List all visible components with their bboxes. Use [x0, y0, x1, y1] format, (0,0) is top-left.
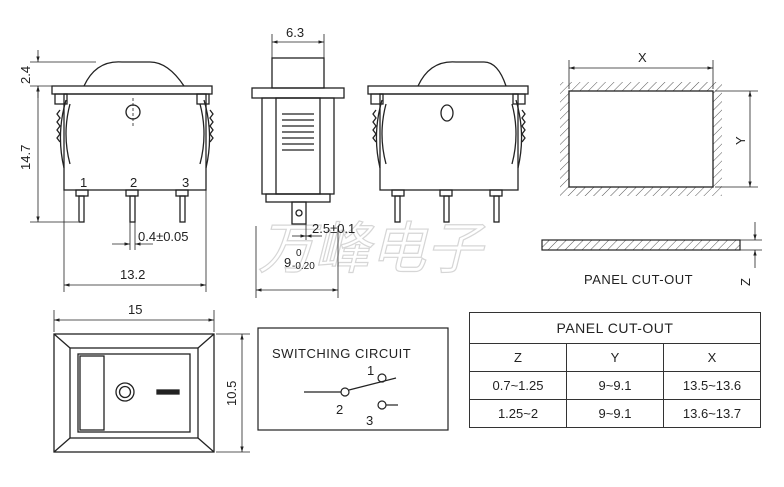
circuit-terminal-3: 3	[366, 413, 373, 428]
panel-cutout-table: PANEL CUT-OUT Z Y X 0.7~1.25 9~9.1 13.5~…	[469, 312, 761, 428]
table-cell: 9~9.1	[566, 399, 664, 428]
watermark: 万峰电子	[258, 217, 486, 282]
circuit-terminal-2: 2	[336, 402, 343, 417]
dim-frame-width: 15	[128, 302, 142, 317]
cutout-title: PANEL CUT-OUT	[584, 272, 693, 287]
table-cell: 13.5~13.6	[663, 371, 761, 400]
switching-circuit-box	[257, 327, 449, 431]
table-title-row: PANEL CUT-OUT	[469, 312, 761, 344]
dim-body-width: 13.2	[120, 267, 145, 282]
table-cell: 13.6~13.7	[663, 399, 761, 428]
pin-label-3: 3	[182, 175, 189, 190]
table-header-z: Z	[469, 343, 567, 372]
dim-depth-tol-upper: 0	[296, 248, 302, 259]
frame-dimensions	[53, 310, 250, 453]
table-row: 0.7~1.25 9~9.1 13.5~13.6	[469, 371, 761, 400]
rear-view	[367, 61, 529, 223]
table-row: 1.25~2 9~9.1 13.6~13.7	[469, 399, 761, 428]
table-header-row: Z Y X	[469, 343, 761, 372]
circuit-title: SWITCHING CIRCUIT	[272, 346, 411, 361]
cutout-x-label: X	[638, 50, 647, 65]
cutout-y-label: Y	[733, 136, 748, 145]
table-cell: 9~9.1	[566, 371, 664, 400]
table-cell: 1.25~2	[469, 399, 567, 428]
panel-cutout-drawing	[541, 60, 762, 268]
front-view-dimensions	[30, 50, 207, 292]
table-cell: 0.7~1.25	[469, 371, 567, 400]
table-header-y: Y	[566, 343, 664, 372]
front-view	[51, 61, 214, 223]
side-view-dimensions	[255, 34, 339, 298]
frame-view	[53, 333, 215, 453]
dim-depth-tol-lower: -0.20	[292, 261, 315, 272]
table-header-x: X	[663, 343, 761, 372]
side-view	[251, 57, 345, 225]
pin-label-2: 2	[130, 175, 137, 190]
dim-body-height: 14.7	[18, 145, 33, 170]
dim-actuator-height: 2.4	[18, 66, 33, 84]
table-title: PANEL CUT-OUT	[469, 312, 761, 344]
pin-label-1: 1	[80, 175, 87, 190]
cutout-z-label: Z	[738, 278, 753, 286]
circuit-terminal-1: 1	[367, 363, 374, 378]
dim-frame-height: 10.5	[224, 381, 239, 406]
dim-top-width: 6.3	[286, 25, 304, 40]
dim-pin-thickness: 0.4±0.05	[138, 229, 189, 244]
dim-depth-main: 9	[284, 255, 291, 270]
dim-pin-offset: 2.5±0.1	[312, 221, 355, 236]
